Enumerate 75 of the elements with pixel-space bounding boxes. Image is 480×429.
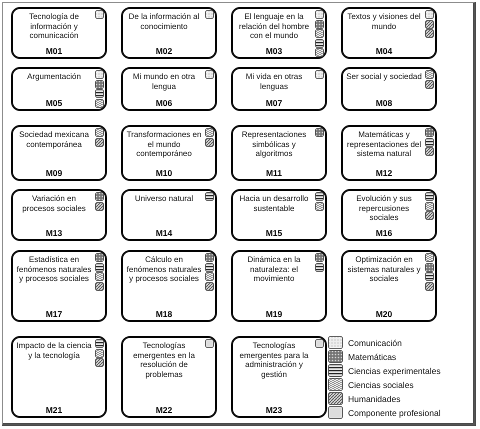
module-title: Tecnología de información y comunicación	[28, 12, 80, 40]
module-code: M06	[154, 98, 174, 108]
module-code: M04	[374, 46, 394, 56]
module-box	[231, 189, 327, 241]
module-box	[11, 336, 107, 418]
module-code: M22	[154, 405, 174, 415]
module-title: Mi mundo en otra lengua	[132, 72, 196, 91]
module-title: Tecnologías emergentes para la administración y gestión	[238, 341, 310, 379]
module-code: M09	[44, 168, 64, 178]
module-code: M23	[264, 405, 284, 415]
module-box	[121, 336, 217, 418]
module-title: Textos y visiones del mundo	[346, 12, 422, 31]
module-title: Variación en procesos sociales	[21, 194, 87, 213]
legend-label: Humanidades	[348, 394, 400, 404]
module-box	[341, 250, 437, 322]
module-box	[11, 7, 107, 59]
module-title: Estadística en fenómenos naturales y procesos sociales	[16, 255, 92, 284]
module-code: M02	[154, 46, 174, 56]
module-code: M21	[44, 405, 64, 415]
module-box	[231, 125, 327, 181]
module-code: M03	[264, 46, 284, 56]
module-code: M07	[264, 98, 284, 108]
module-code: M11	[264, 168, 284, 178]
module-code: M05	[44, 98, 64, 108]
module-code: M14	[154, 228, 174, 238]
legend-label: Ciencias experimentales	[348, 366, 441, 376]
module-title: Evolución y sus repercusiones sociales	[355, 194, 413, 222]
legend-label: Componente profesional	[348, 408, 441, 418]
module-box	[231, 67, 327, 111]
module-title: Cálculo en fenómenos naturales y procesos sociales	[126, 255, 202, 284]
module-title: Representaciones simbólicas y algoritmos	[240, 130, 308, 158]
module-title: Hacia un desarrollo sustentable	[238, 194, 310, 213]
module-code: M08	[374, 98, 394, 108]
module-title: De la información al conocimiento	[128, 12, 200, 31]
module-code: M12	[374, 168, 394, 178]
module-box	[231, 7, 327, 59]
legend-label: Ciencias sociales	[348, 380, 414, 390]
legend-label: Comunicación	[348, 338, 402, 348]
module-title: Sociedad mexicana contemporánea	[18, 130, 90, 149]
module-code: M15	[264, 228, 284, 238]
module-box	[11, 250, 107, 322]
module-title: El lenguaje en la relación del hombre con el mundo	[238, 12, 310, 40]
module-box	[11, 189, 107, 241]
module-title: Matemáticas y representaciones del sistema natural	[346, 130, 422, 158]
module-title: Ser social y sociedad	[346, 72, 422, 82]
module-code: M10	[154, 168, 174, 178]
module-box	[341, 189, 437, 241]
module-code: M19	[264, 309, 284, 319]
module-title: Dinámica en la naturaleza: el movimiento	[246, 255, 302, 284]
module-box	[11, 125, 107, 181]
module-title: Transformaciones en el mundo contemporáneo	[126, 130, 202, 158]
module-title: Optimización en sistemas naturales y sociales	[346, 255, 422, 284]
module-box	[121, 189, 217, 241]
module-title: Universo natural	[134, 194, 194, 204]
module-title: Impacto de la ciencia y la tecnología	[16, 341, 92, 360]
module-box	[121, 7, 217, 59]
module-title: Tecnologías emergentes en la resolución de problemas	[132, 341, 196, 379]
module-box	[341, 125, 437, 181]
module-box	[121, 250, 217, 322]
module-box	[341, 67, 437, 111]
module-box	[231, 250, 327, 322]
module-code: M01	[44, 46, 64, 56]
module-box	[121, 67, 217, 111]
module-code: M18	[154, 309, 174, 319]
module-box	[231, 336, 327, 418]
module-title: Argumentación	[26, 72, 82, 82]
module-code: M20	[374, 309, 394, 319]
module-box	[11, 67, 107, 111]
module-box	[121, 125, 217, 181]
module-code: M17	[44, 309, 64, 319]
module-code: M13	[44, 228, 64, 238]
legend-label: Matemáticas	[348, 352, 396, 362]
module-code: M16	[374, 228, 394, 238]
module-box	[341, 7, 437, 59]
module-title: Mi vida en otras lenguas	[244, 72, 304, 91]
